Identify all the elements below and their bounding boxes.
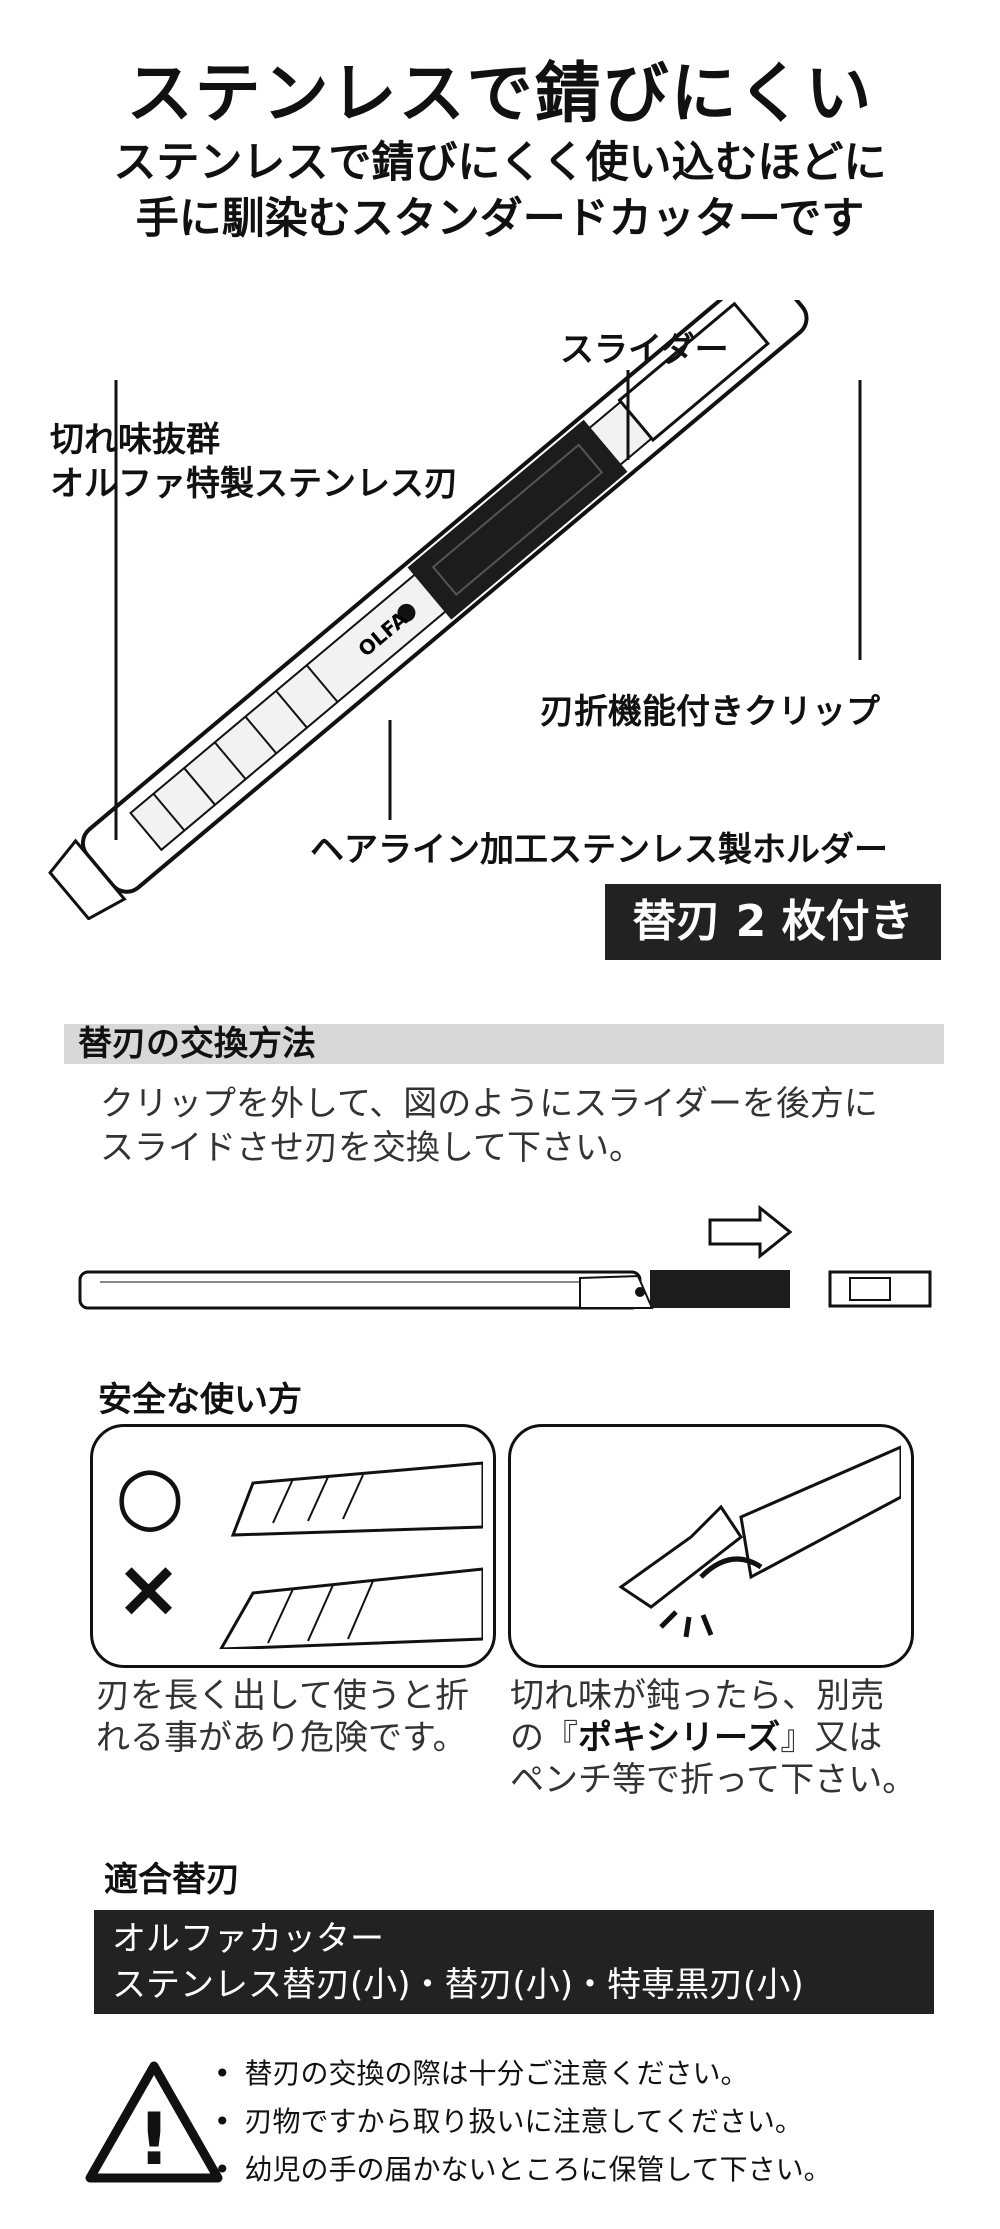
slider-block: [407, 419, 628, 620]
label-holder: ヘアライン加工ステンレス製ホルダー: [310, 830, 888, 870]
good-mark-icon: ○: [115, 1448, 185, 1541]
exchange-heading-band: 替刃の交換方法: [64, 1024, 944, 1064]
subtitle-line-1: ステンレスで錆びにくく使い込むほどに: [113, 138, 887, 188]
right-note-line-2: の『ポキシリーズ』又は: [510, 1718, 883, 1758]
label-blade-2: オルファ特製ステンレス刃: [50, 464, 458, 504]
clip-outline: [617, 301, 770, 443]
exchange-illustration: [78, 1204, 932, 1310]
right-note-line-3: ペンチ等で折って下さい。: [510, 1760, 917, 1800]
cutter-body: OLFA: [48, 300, 809, 920]
left-note-line-1: 刃を長く出して使うと折: [96, 1676, 469, 1716]
short-vs-long-blade-icon: [219, 1461, 483, 1649]
compatible-box: オルファカッター ステンレス替刃(小)・替刃(小)・特専黒刃(小): [94, 1910, 934, 2014]
exchange-heading: 替刃の交換方法: [78, 1024, 316, 1064]
left-note-line-2: れる事があり危険です。: [96, 1718, 467, 1758]
safety-panel-left: ○ ×: [90, 1424, 496, 1668]
page-title: ステンレスで錆びにくい: [126, 55, 874, 132]
label-clip: 刃折機能付きクリップ: [540, 692, 880, 732]
exchange-line-2: スライドさせ刃を交換して下さい。: [100, 1128, 643, 1168]
safety-panel-right: [508, 1424, 914, 1668]
warning-symbol: !: [138, 2097, 171, 2181]
cutter-illustration: OLFA: [48, 300, 862, 920]
right-note-line-1: 切れ味が鈍ったら、別売: [510, 1676, 884, 1716]
slider-block-small: [650, 1270, 790, 1308]
warning-item: 替刃の交換の際は十分ご注意ください。: [214, 2050, 832, 2098]
blade-tip: [48, 838, 127, 920]
compatible-line-2: ステンレス替刃(小)・替刃(小)・特専黒刃(小): [112, 1965, 804, 2005]
blade-snap-icon: [618, 1445, 901, 1638]
label-slider: スライダー: [560, 330, 729, 370]
label-blade-1: 切れ味抜群: [50, 420, 220, 460]
warning-item: 刃物ですから取り扱いに注意してください。: [214, 2098, 832, 2146]
right-arrow-icon: [708, 1204, 793, 1260]
compatible-heading: 適合替刃: [104, 1860, 240, 1900]
exchange-line-1: クリップを外して、図のようにスライダーを後方に: [100, 1084, 878, 1124]
warning-list: 替刃の交換の際は十分ご注意ください。 刃物ですから取り扱いに注意してください。 …: [214, 2050, 832, 2194]
warning-triangle-icon: !: [85, 2061, 223, 2183]
compatible-line-1: オルファカッター: [112, 1919, 384, 1959]
spare-blade-badge: 替刃 2 枚付き: [605, 884, 941, 960]
warning-item: 幼児の手の届かないところに保管して下さい。: [214, 2146, 832, 2194]
bad-mark-icon: ×: [115, 1542, 183, 1635]
subtitle-line-2: 手に馴染むスタンダードカッターです: [135, 194, 865, 244]
poki-series-name: ポキシリーズ: [578, 1718, 781, 1758]
safety-heading: 安全な使い方: [98, 1380, 302, 1420]
